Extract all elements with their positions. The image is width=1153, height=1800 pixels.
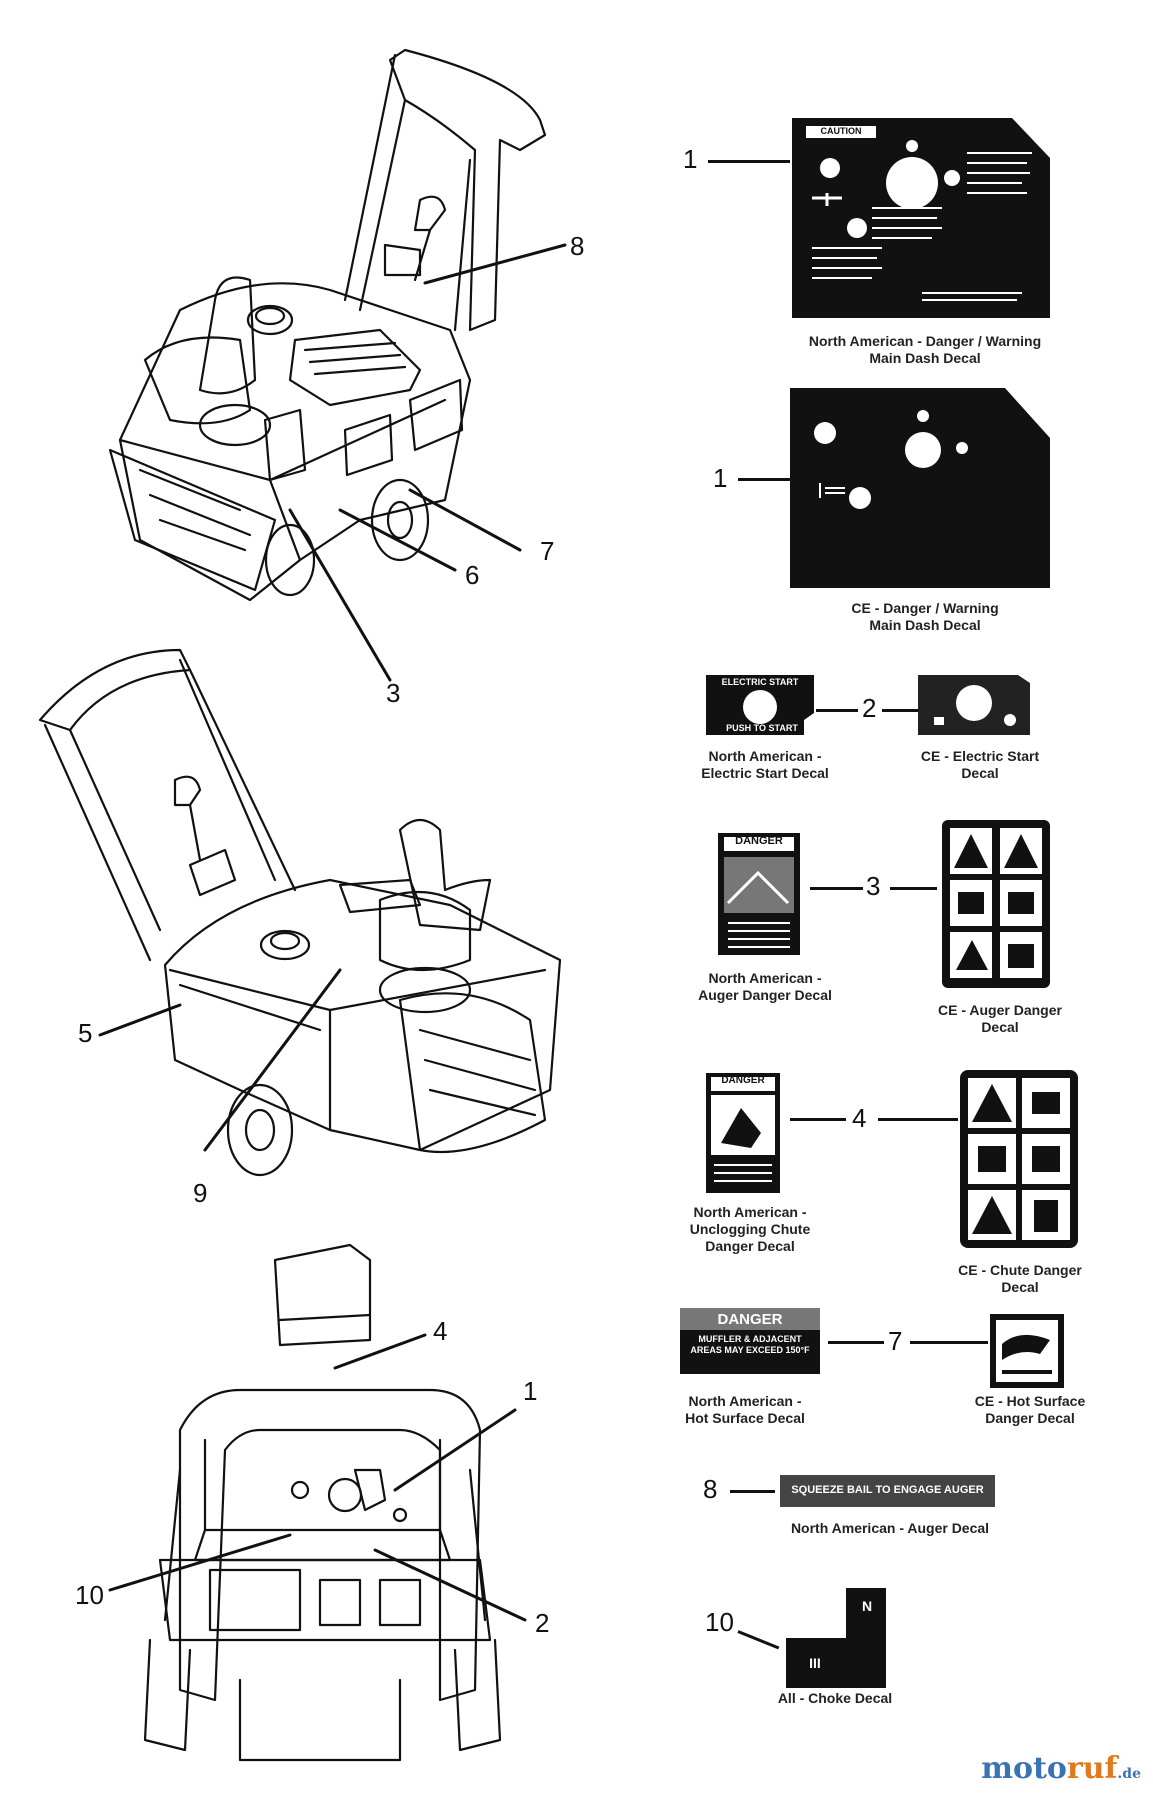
ce-chute-danger-decal <box>960 1070 1078 1248</box>
leader-3-right <box>890 887 937 890</box>
na-hot-surface-caption: North American - Hot Surface Decal <box>685 1393 805 1426</box>
callout-2-decal: 2 <box>862 693 877 723</box>
snowthrower-views <box>38 48 567 1762</box>
choke-decal <box>786 1588 886 1688</box>
view-rear <box>143 1243 502 1762</box>
callout-8-decal: 8 <box>703 1474 718 1504</box>
na-unclog-chute-label: DANGER <box>721 1075 765 1086</box>
callout-3-decal: 3 <box>866 871 881 901</box>
callout-10-decal: 10 <box>705 1607 734 1637</box>
leader-4-left <box>790 1118 846 1121</box>
watermark-brand-a: moto <box>981 1751 1067 1786</box>
na-auger-decal <box>780 1475 995 1507</box>
na-auger-danger-decal <box>718 833 800 955</box>
ce-main-dash-caption: CE - Danger / Warning Main Dash Decal <box>851 600 999 633</box>
leader-7-right <box>910 1341 988 1344</box>
callout-7-top: 7 <box>540 536 555 566</box>
ce-auger-danger-decal <box>942 820 1050 988</box>
leader-1-na <box>708 160 790 163</box>
ce-electric-start-caption: CE - Electric Start Decal <box>920 748 1040 781</box>
na-electric-start-caption: North American - Electric Start Decal <box>701 748 829 781</box>
choke-caption: All - Choke Decal <box>777 1690 893 1706</box>
leader-10 <box>737 1630 780 1650</box>
leader-2-right <box>882 709 918 712</box>
callout-3-top: 3 <box>386 678 401 708</box>
choke-decal-top: N <box>861 1598 873 1614</box>
callout-8-top: 8 <box>570 231 585 261</box>
choke-decal-bottom: III <box>809 1655 821 1671</box>
leader-2-left <box>816 709 858 712</box>
view-front-right-angle <box>38 648 562 1177</box>
callout-4-rear: 4 <box>433 1316 448 1346</box>
callout-2-rear: 2 <box>535 1608 550 1638</box>
ce-hot-surface-caption: CE - Hot Surface Danger Decal <box>974 1393 1086 1426</box>
leader-4-right <box>878 1118 958 1121</box>
na-main-dash-caution: CAUTION <box>820 126 862 136</box>
watermark-brand-b: ruf <box>1066 1751 1118 1786</box>
watermark-logo: motoruf.de <box>981 1751 1141 1786</box>
na-main-dash-decal <box>792 118 1050 318</box>
ce-electric-start-decal <box>918 675 1030 735</box>
callout-1-na: 1 <box>683 144 698 174</box>
na-unclog-chute-caption: North American - Unclogging Chute Danger… <box>689 1204 811 1254</box>
na-auger-danger-caption: North American - Auger Danger Decal <box>698 970 832 1003</box>
ce-auger-danger-caption: CE - Auger Danger Decal <box>938 1002 1062 1035</box>
na-electric-start-bottom: PUSH TO START <box>726 723 798 733</box>
callout-6: 6 <box>465 560 480 590</box>
callout-10-rear: 10 <box>75 1580 104 1610</box>
na-hot-surface-danger: DANGER <box>717 1311 783 1328</box>
ce-hot-surface-decal <box>990 1314 1064 1388</box>
ce-main-dash-decal <box>790 388 1050 588</box>
na-main-dash-caption: North American - Danger / Warning Main D… <box>808 333 1042 366</box>
view-front-left-angle <box>108 48 547 602</box>
watermark-tld: .de <box>1117 1766 1141 1782</box>
callout-9: 9 <box>193 1178 208 1208</box>
leader-3-left <box>810 887 863 890</box>
leader-8 <box>730 1490 775 1493</box>
callout-7-decal: 7 <box>888 1326 903 1356</box>
na-auger-caption: North American - Auger Decal <box>790 1520 990 1536</box>
callout-4-decal: 4 <box>852 1103 867 1133</box>
na-unclog-chute-decal <box>706 1073 780 1193</box>
na-auger-danger-label: DANGER <box>735 835 783 847</box>
leader-1-ce <box>738 478 790 481</box>
ce-chute-danger-caption: CE - Chute Danger Decal <box>958 1262 1082 1295</box>
na-electric-start-top: ELECTRIC START <box>721 677 799 687</box>
callout-1-ce: 1 <box>713 463 728 493</box>
na-hot-surface-decal <box>680 1308 820 1374</box>
leader-lines <box>98 243 567 1622</box>
callout-5: 5 <box>78 1018 93 1048</box>
leader-7-left <box>828 1341 884 1344</box>
na-auger-decal-text: SQUEEZE BAIL TO ENGAGE AUGER <box>791 1484 984 1496</box>
na-electric-start-decal <box>706 675 814 735</box>
callout-1-rear: 1 <box>523 1376 538 1406</box>
na-hot-surface-body: MUFFLER & ADJACENT AREAS MAY EXCEED 150°… <box>690 1334 810 1355</box>
